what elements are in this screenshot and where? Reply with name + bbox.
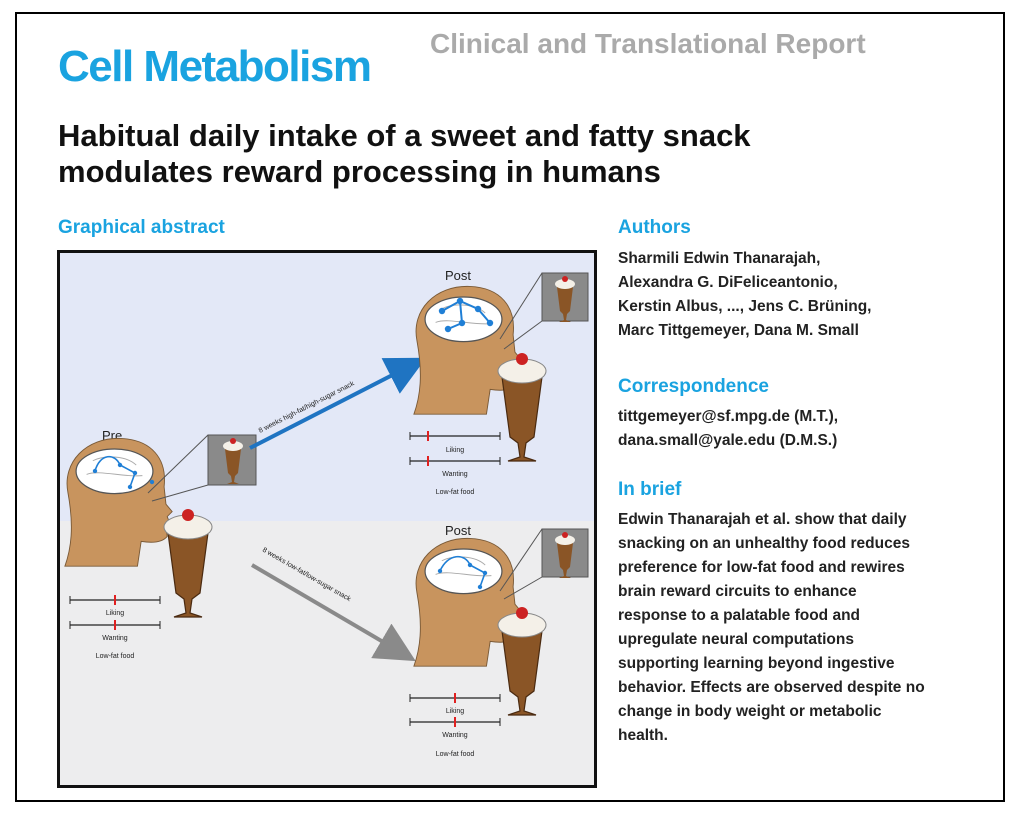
post-top-liking-scale: Liking	[409, 431, 501, 454]
author-line: Alexandra G. DiFeliceantonio,	[618, 274, 838, 291]
post-bottom-liking-scale: Liking	[409, 693, 501, 715]
post-top-section: Post Liking	[409, 268, 589, 496]
in-brief-text: Edwin Thanarajah et al. show that daily …	[618, 508, 925, 748]
title-line: modulates reward processing in humans	[58, 154, 661, 189]
author-line: Marc Tittgemeyer, Dana M. Small	[618, 322, 859, 339]
wanting-label: Wanting	[442, 732, 468, 739]
in-brief-line: snacking on an unhealthy food reduces	[618, 535, 910, 552]
correspondence-heading: Correspondence	[618, 376, 769, 397]
authors-list: Sharmili Edwin Thanarajah, Alexandra G. …	[618, 247, 872, 343]
liking-label: Liking	[446, 447, 464, 454]
pre-section: Pre Liking	[64, 428, 257, 660]
correspondence-email[interactable]: tittgemeyer@sf.mpg.de (M.T.),	[618, 408, 839, 425]
in-brief-line: brain reward circuits to enhance	[618, 583, 857, 600]
post-bottom-section: Post Liking	[409, 523, 589, 758]
post-top-wanting-scale: Wanting	[409, 456, 501, 478]
pre-brain-dots	[92, 462, 155, 490]
in-brief-line: behavior. Effects are observed despite n…	[618, 679, 925, 696]
report-type: Clinical and Translational Report	[430, 28, 866, 59]
graphical-abstract-heading: Graphical abstract	[58, 217, 225, 238]
post-top-brain-dots	[438, 297, 494, 333]
in-brief-heading: In brief	[618, 479, 682, 500]
post-top-label: Post	[445, 268, 471, 283]
in-brief-line: supporting learning beyond ingestive	[618, 655, 895, 672]
pre-wanting-scale: Wanting	[69, 620, 161, 642]
food-label: Low-fat food	[436, 751, 475, 758]
authors-heading: Authors	[618, 217, 691, 238]
liking-label: Liking	[106, 610, 124, 617]
pre-liking-scale: Liking	[69, 595, 161, 617]
correspondence-list: tittgemeyer@sf.mpg.de (M.T.), dana.small…	[618, 405, 838, 453]
food-label: Low-fat food	[436, 489, 475, 496]
wanting-label: Wanting	[442, 471, 468, 478]
in-brief-line: Edwin Thanarajah et al. show that daily	[618, 511, 907, 528]
post-bottom-brain-dots	[437, 562, 488, 590]
author-line: Sharmili Edwin Thanarajah,	[618, 250, 821, 267]
paper-title: Habitual daily intake of a sweet and fat…	[58, 118, 958, 190]
graphical-abstract-figure: Pre Liking	[57, 250, 597, 788]
author-line: Kerstin Albus, ..., Jens C. Brüning,	[618, 298, 872, 315]
title-line: Habitual daily intake of a sweet and fat…	[58, 118, 751, 153]
food-label: Low-fat food	[96, 653, 135, 660]
post-bottom-wanting-scale: Wanting	[409, 717, 501, 739]
liking-label: Liking	[446, 708, 464, 715]
in-brief-line: preference for low-fat food and rewires	[618, 559, 905, 576]
in-brief-line: upregulate neural computations	[618, 631, 854, 648]
correspondence-email[interactable]: dana.small@yale.edu (D.M.S.)	[618, 432, 838, 449]
journal-name: Cell Metabolism	[58, 42, 372, 91]
in-brief-line: change in body weight or metabolic	[618, 703, 882, 720]
in-brief-line: response to a palatable food and	[618, 607, 861, 624]
in-brief-line: health.	[618, 727, 668, 744]
post-bottom-label: Post	[445, 523, 471, 538]
wanting-label: Wanting	[102, 635, 128, 642]
